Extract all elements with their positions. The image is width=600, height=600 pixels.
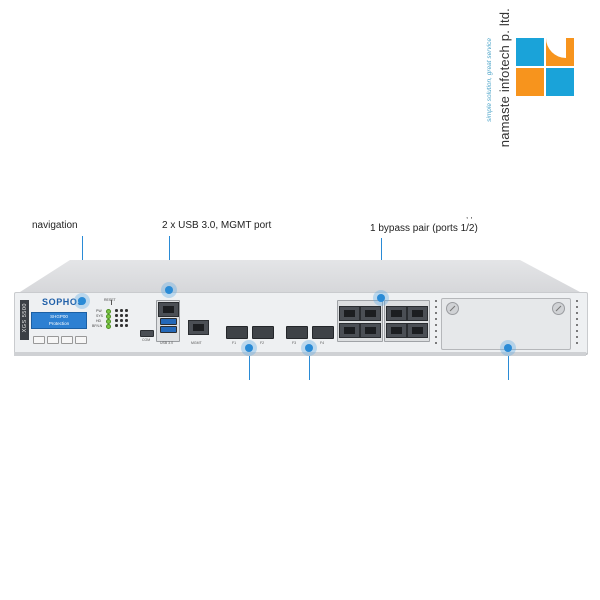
led-label-sys: SYS bbox=[96, 314, 104, 318]
nav-button-4[interactable] bbox=[75, 336, 87, 344]
sfp-label-f2: F2 bbox=[260, 341, 265, 345]
callout-usb-mgmt-label: 2 x USB 3.0, MGMT port bbox=[162, 220, 272, 231]
led-sys-icon bbox=[106, 314, 111, 319]
reset-pinhole[interactable] bbox=[111, 300, 112, 305]
rj45-port-8[interactable] bbox=[407, 323, 428, 338]
callout-tick-mark: , , bbox=[466, 211, 473, 220]
led-pw-icon bbox=[106, 309, 111, 314]
usb-rj-port[interactable] bbox=[158, 302, 179, 317]
callout-navigation-label: navigation bbox=[32, 220, 78, 231]
sfp-label-f1: F1 bbox=[232, 341, 237, 345]
led-hd-icon bbox=[106, 319, 111, 324]
brand-tagline: simple solution, great service bbox=[486, 38, 493, 122]
usb-port-1[interactable] bbox=[160, 318, 177, 325]
nav-button-3[interactable] bbox=[61, 336, 73, 344]
usb-port-2[interactable] bbox=[160, 326, 177, 333]
rj45-port-6[interactable] bbox=[407, 306, 428, 321]
sophos-logo: SOPHOS bbox=[42, 297, 85, 307]
bypass-callout-dot bbox=[373, 290, 389, 306]
screw-left-icon[interactable] bbox=[446, 302, 459, 315]
chassis-bottom bbox=[14, 352, 586, 356]
model-tab-text: XGS 5500 bbox=[21, 303, 28, 333]
rj45-port-5[interactable] bbox=[386, 306, 407, 321]
expansion-module-bay[interactable] bbox=[441, 298, 571, 350]
chassis-top bbox=[20, 260, 580, 292]
sfp2-callout-line bbox=[309, 350, 310, 380]
led-label-pw: PW bbox=[96, 309, 102, 313]
screw-right-icon[interactable] bbox=[552, 302, 565, 315]
callout-bypass-label: 1 bypass pair (ports 1/2) bbox=[370, 223, 478, 234]
model-tab: XGS 5500 bbox=[20, 300, 29, 340]
navigation-callout-dot bbox=[74, 293, 90, 309]
rj45-port-3[interactable] bbox=[339, 323, 360, 338]
sfp-port-f4[interactable] bbox=[312, 326, 334, 339]
lcd-line2: Protection bbox=[48, 321, 70, 326]
usb-label: USB 3.0 bbox=[160, 341, 174, 345]
sfp1-callout-line bbox=[249, 350, 250, 380]
rj45-port-1[interactable] bbox=[339, 306, 360, 321]
rj45-port-7[interactable] bbox=[386, 323, 407, 338]
mgmt-port[interactable] bbox=[188, 320, 209, 335]
module-callout-dot bbox=[500, 340, 516, 356]
sfp-label-f4: F4 bbox=[320, 341, 325, 345]
usb-callout-dot bbox=[161, 282, 177, 298]
led-bp-icon bbox=[106, 324, 111, 329]
lcd-display: SHGP00 Protection bbox=[31, 312, 87, 329]
sfp2-callout-dot bbox=[301, 340, 317, 356]
sfp1-callout-dot bbox=[241, 340, 257, 356]
sfp-port-f3[interactable] bbox=[286, 326, 308, 339]
nav-button-1[interactable] bbox=[33, 336, 45, 344]
com-label: COM bbox=[142, 338, 151, 342]
sfp-port-f1[interactable] bbox=[226, 326, 248, 339]
com-port[interactable] bbox=[140, 330, 154, 337]
sfp-label-f3: F3 bbox=[292, 341, 297, 345]
module-callout-line bbox=[508, 350, 509, 380]
mgmt-label: MGMT bbox=[191, 341, 202, 345]
led-label-bp: BP/LN bbox=[92, 324, 103, 328]
lcd-line1: SHGP00 bbox=[50, 314, 68, 319]
led-label-hd: HD bbox=[96, 319, 102, 323]
rj45-port-4[interactable] bbox=[360, 323, 381, 338]
nav-button-2[interactable] bbox=[47, 336, 59, 344]
rj45-port-2[interactable] bbox=[360, 306, 381, 321]
sfp-port-f2[interactable] bbox=[252, 326, 274, 339]
brand-name: namaste infotech p. ltd. bbox=[497, 8, 512, 148]
reset-label: RESET bbox=[104, 298, 116, 302]
